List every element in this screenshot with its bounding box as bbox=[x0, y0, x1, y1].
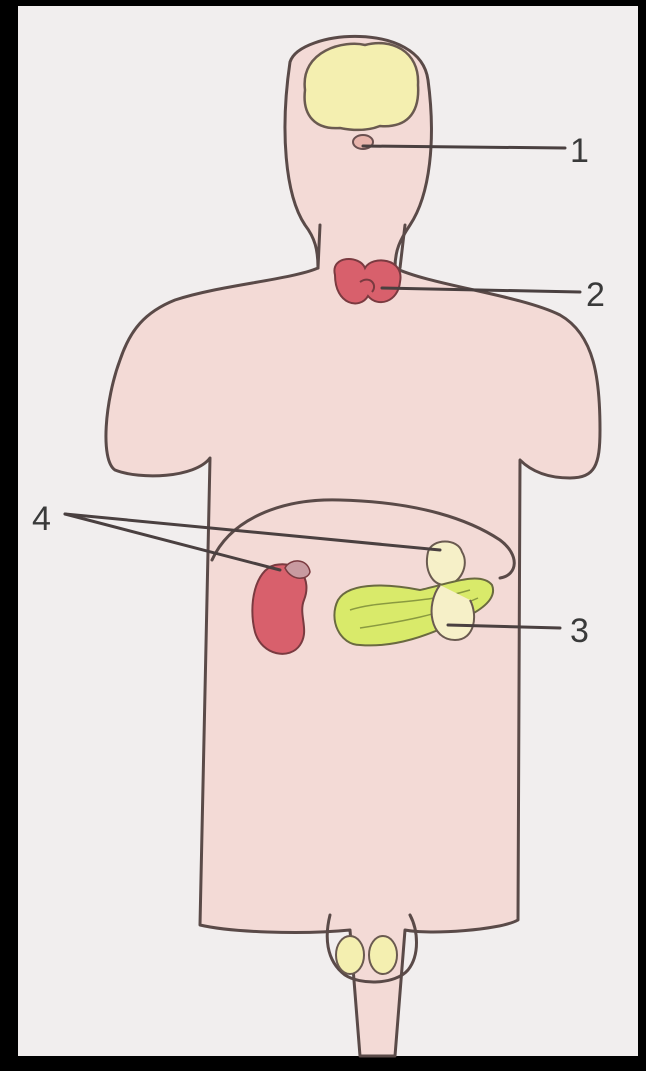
label-3: 3 bbox=[570, 612, 589, 650]
label-2: 2 bbox=[586, 276, 605, 314]
thyroid-gland bbox=[334, 259, 400, 303]
label-1: 1 bbox=[570, 132, 589, 170]
neck-left-line bbox=[318, 225, 320, 268]
testis-right bbox=[369, 936, 397, 974]
testis-left bbox=[336, 936, 364, 974]
brain-shape bbox=[305, 43, 419, 130]
leader-line-1 bbox=[363, 146, 565, 148]
label-4: 4 bbox=[32, 500, 51, 538]
